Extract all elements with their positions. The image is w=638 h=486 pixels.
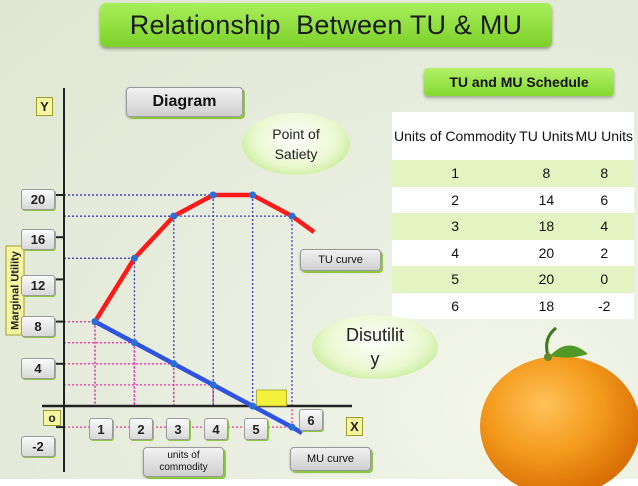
x-tick-label: 4	[204, 418, 228, 440]
x-axis-highlight	[256, 389, 288, 407]
tu-curve-line	[93, 192, 294, 323]
table-header: Units of Commodity	[394, 127, 517, 144]
tu-curve-label: TU curve	[300, 249, 381, 271]
table-cell: 6	[574, 186, 634, 213]
orange-image	[480, 326, 638, 486]
x-tick-label: 1	[89, 418, 113, 440]
x-axis-letter: X	[346, 417, 363, 436]
y-tick-label: 4	[21, 358, 55, 379]
table-row: 6 18 -2	[392, 292, 634, 319]
tu-point	[288, 212, 296, 220]
table-cell: 0	[574, 266, 634, 293]
table-cell: -2	[574, 292, 634, 319]
table-row: 3 18 4	[392, 213, 634, 240]
y-tick-label: 8	[21, 316, 55, 337]
units-of-commodity-label: units of commodity	[143, 447, 224, 477]
table-cell: 18	[518, 292, 575, 319]
table-row: 2 14 6	[392, 186, 634, 213]
table-cell: 20	[518, 266, 575, 293]
disutility-callout: Disutilit y	[312, 315, 438, 379]
mu-point	[91, 318, 99, 326]
table-cell: 6	[392, 292, 519, 319]
y-axis-letter: Y	[36, 97, 53, 116]
schedule-table: Units of Commodity TU Units MU Units 1 8…	[392, 112, 634, 319]
table-cell: 14	[518, 186, 575, 213]
table-row: 4 20 2	[392, 239, 634, 266]
table-cell: 20	[518, 239, 575, 266]
x-tick-label: 2	[129, 418, 153, 440]
point-of-satiety-callout: Point of Satiety	[242, 113, 350, 175]
diagram-label: Diagram	[126, 87, 243, 117]
y-tick-label: -2	[21, 436, 55, 457]
tu-point	[130, 254, 138, 262]
y-tick-label: 16	[21, 229, 55, 250]
table-cell: 18	[518, 213, 575, 240]
mu-point	[209, 381, 217, 389]
table-cell: 1	[392, 160, 519, 187]
tu-point	[170, 212, 178, 220]
tu-point	[209, 191, 217, 199]
table-row: 5 20 0	[392, 266, 634, 293]
table-cell: 4	[574, 213, 634, 240]
y-tick-label: 12	[21, 275, 55, 296]
mu-point	[288, 423, 296, 431]
mu-point	[249, 402, 257, 410]
mu-point	[130, 339, 138, 347]
table-cell: 8	[518, 160, 575, 187]
x-tick-label: 6	[299, 409, 323, 431]
schedule-title: TU and MU Schedule	[424, 68, 614, 96]
table-header: TU Units	[519, 127, 574, 144]
table-row: 1 8 8	[392, 160, 634, 187]
table-cell: 8	[574, 160, 634, 187]
table-cell: 3	[392, 213, 519, 240]
mu-curve-label: MU curve	[290, 447, 371, 471]
page-title: Relationship Between TU & MU	[100, 3, 552, 47]
mu-point	[170, 360, 178, 368]
table-header: MU Units	[575, 127, 634, 144]
origin-label: o	[43, 410, 61, 426]
table-cell: 2	[574, 239, 634, 266]
table-cell: 4	[392, 239, 519, 266]
table-cell: 5	[392, 266, 519, 293]
tu-point	[249, 191, 257, 199]
y-tick-label: 20	[21, 189, 55, 210]
mu-curve-line	[93, 319, 294, 430]
x-tick-label: 5	[244, 418, 268, 440]
table-cell: 2	[392, 186, 519, 213]
x-tick-label: 3	[166, 418, 190, 440]
tu-curve-tail	[290, 214, 316, 234]
